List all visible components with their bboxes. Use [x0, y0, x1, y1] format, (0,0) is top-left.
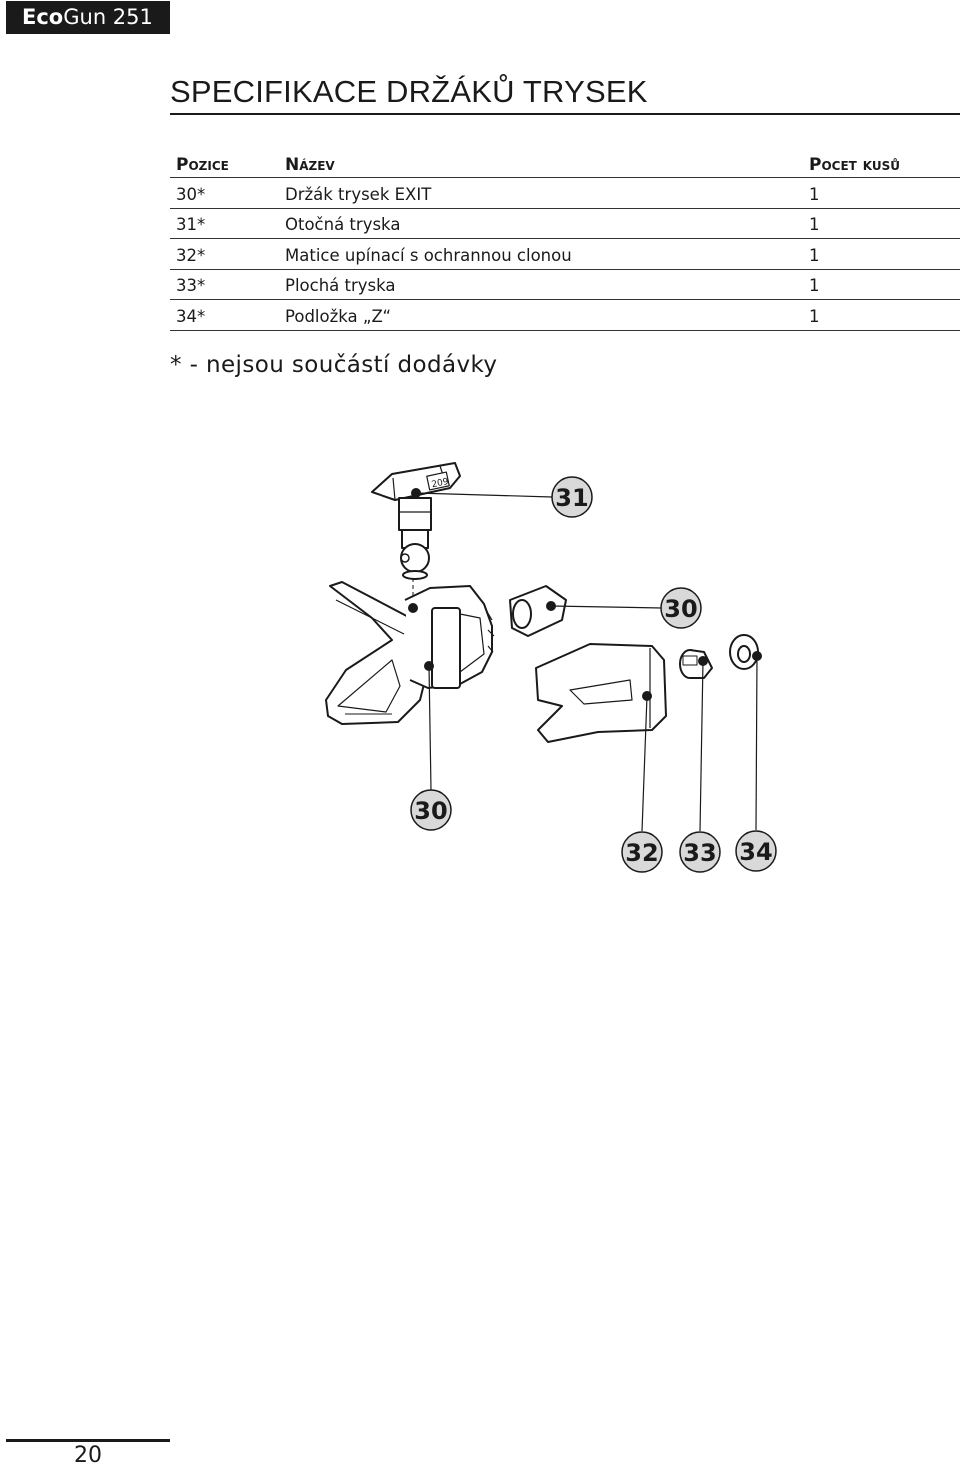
guard-nut-part	[535, 643, 667, 743]
callout-34: 34	[739, 838, 772, 866]
cell-name: Matice upínací s ochrannou clonou	[285, 245, 572, 265]
cell-position: 32*	[176, 245, 206, 265]
page-number: 20	[74, 1443, 102, 1468]
table-row: 32* Matice upínací s ochrannou clonou 1	[170, 239, 960, 270]
cell-position: 34*	[176, 306, 206, 326]
callout-30-lower: 30	[414, 797, 447, 825]
cell-position: 31*	[176, 215, 206, 234]
callout-circle	[660, 587, 702, 629]
product-badge: EcoGun 251	[6, 1, 170, 34]
exploded-diagram: 209	[325, 462, 777, 873]
page-title: SPECIFIKACE DRŽÁKŮ TRYSEK	[170, 74, 648, 109]
cell-quantity: 1	[809, 276, 820, 295]
table-header: Pozice Název Pocet kusů	[170, 152, 960, 178]
cell-quantity: 1	[809, 184, 820, 204]
cell-quantity: 1	[809, 215, 820, 234]
callout-circle	[735, 830, 777, 872]
callout-circle	[410, 789, 452, 831]
brand-rest: Gun 251	[63, 5, 153, 29]
table-row: 34* Podložka „Z“ 1	[170, 300, 960, 331]
cell-name: Držák trysek EXIT	[285, 184, 432, 204]
cell-quantity: 1	[809, 306, 820, 326]
reversible-tip-part: 209	[371, 462, 461, 580]
callout-33: 33	[683, 839, 716, 867]
cell-name: Otočná tryska	[285, 215, 401, 234]
brand-bold: Eco	[22, 5, 64, 29]
cell-name: Plochá tryska	[285, 276, 396, 295]
washer-part	[729, 634, 762, 670]
col-header-position: Pozice	[176, 155, 229, 175]
table-row: 31* Otočná tryska 1	[170, 209, 960, 239]
parts-table: Pozice Název Pocet kusů 30* Držák trysek…	[170, 152, 960, 331]
leader-lines	[415, 492, 758, 832]
footer-rule	[6, 1439, 170, 1442]
col-header-name: Název	[285, 155, 335, 175]
flat-tip-part	[679, 649, 713, 679]
title-rule	[170, 113, 960, 115]
col-header-quantity: Pocet kusů	[809, 155, 900, 175]
callout-circle	[621, 831, 663, 873]
cell-quantity: 1	[809, 245, 820, 265]
callout-31: 31	[555, 484, 588, 512]
cell-position: 33*	[176, 276, 206, 295]
callout-32: 32	[625, 839, 658, 867]
callout-circle	[551, 476, 593, 518]
callout-circle	[679, 831, 721, 873]
cell-name: Podložka „Z“	[285, 306, 392, 326]
cell-position: 30*	[176, 184, 206, 204]
seal-insert-part	[509, 585, 567, 637]
tip-size-label: 209	[431, 477, 450, 490]
table-row: 33* Plochá tryska 1	[170, 270, 960, 300]
footnote: * - nejsou součástí dodávky	[170, 352, 498, 378]
callout-30-upper: 30	[664, 595, 697, 623]
tip-guard-part	[325, 581, 495, 725]
table-row: 30* Držák trysek EXIT 1	[170, 178, 960, 209]
